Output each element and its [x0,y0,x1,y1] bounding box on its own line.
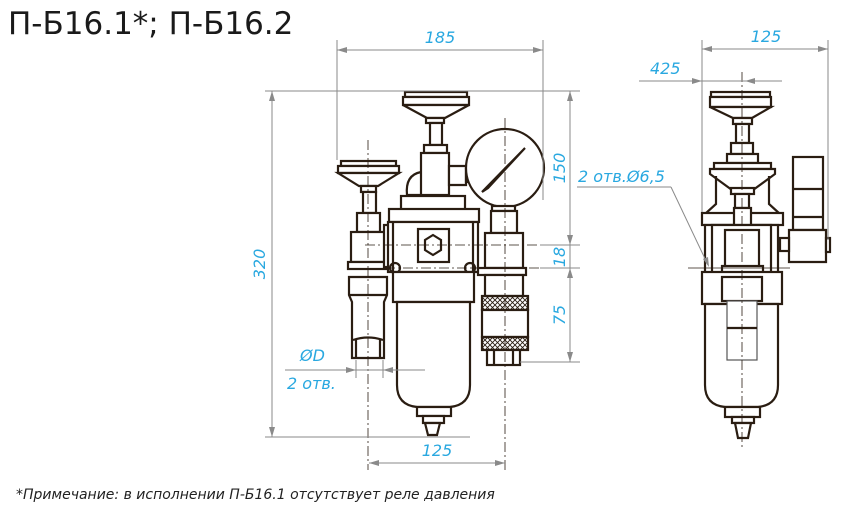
dim-mount-holes: 2 отв.Ø6,5 [578,167,665,186]
dim-75: 75 [550,305,569,325]
side-view [688,72,832,450]
dim-150: 150 [550,153,569,184]
dim-port-count: 2 отв. [287,374,336,393]
footnote: *Примечание: в исполнении П-Б16.1 отсутс… [16,487,495,503]
dim-320: 320 [250,249,269,280]
front-dimensions: 185 320 150 18 75 ØD 2 отв. 125 [250,28,580,466]
front-view [334,90,546,470]
page-title: П-Б16.1*; П-Б16.2 [8,6,294,42]
pressure-relay [778,155,832,264]
dim-125-side: 125 [751,27,782,46]
main-regulator [382,90,481,437]
dim-port-diameter: ØD [299,346,325,365]
dim-18: 18 [550,247,569,267]
left-regulator [334,159,403,360]
side-dimensions: 125 425 2 отв.Ø6,5 [577,27,829,267]
dim-125-bottom: 125 [422,441,453,460]
dim-425: 425 [650,59,681,78]
dim-185: 185 [425,28,456,47]
